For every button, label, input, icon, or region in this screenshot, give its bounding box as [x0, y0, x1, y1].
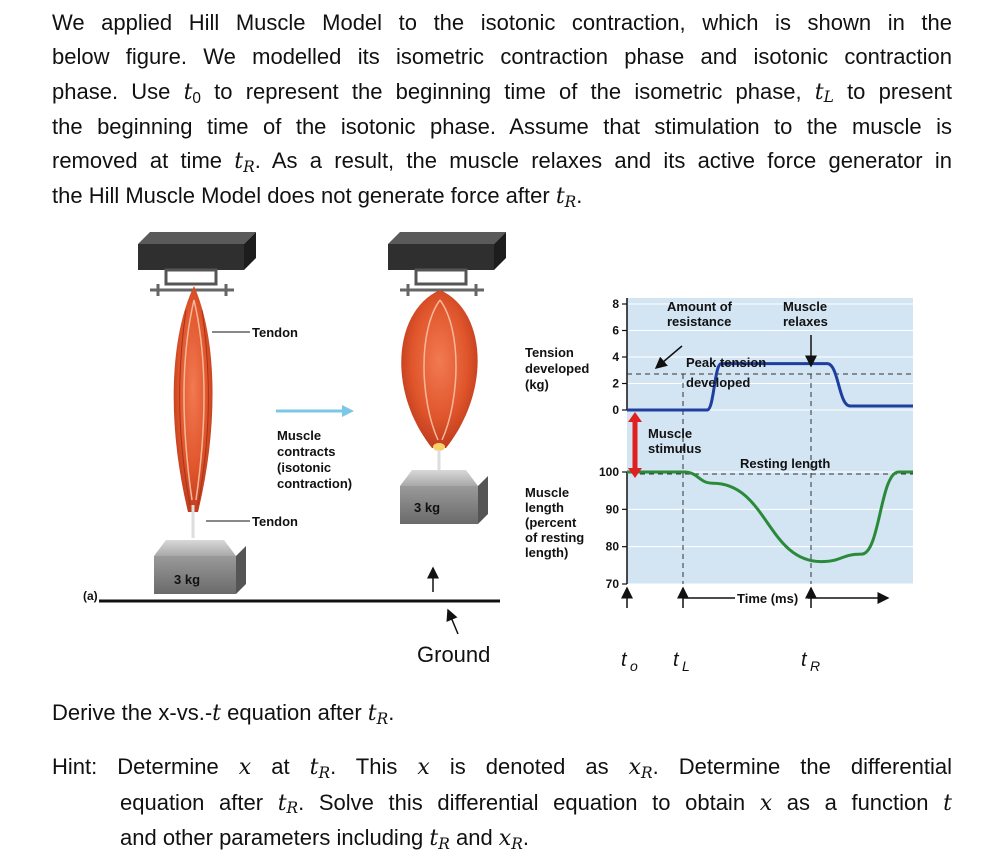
svg-text:relaxes: relaxes: [783, 314, 828, 329]
svg-text:L: L: [682, 658, 690, 674]
svg-text:(kg): (kg): [525, 377, 549, 392]
derive-question: Derive the x-vs.-t equation after tR.: [52, 700, 395, 728]
svg-text:resistance: resistance: [667, 314, 731, 329]
length-tick-label: 70: [606, 577, 620, 591]
tendon-top-label: Tendon: [252, 325, 298, 340]
svg-text:Muscle: Muscle: [525, 485, 569, 500]
svg-text:Tension: Tension: [525, 345, 574, 360]
svg-text:stimulus: stimulus: [648, 441, 701, 456]
muscle-stimulus-label: Muscle stimulus: [648, 426, 701, 456]
svg-text:Muscle: Muscle: [783, 299, 827, 314]
svg-text:t: t: [673, 649, 680, 671]
time-mark-tR: t R: [801, 649, 820, 674]
hint-paragraph: Hint: Determine x at tR. This x is denot…: [52, 750, 952, 857]
time-mark-tL: t L: [673, 649, 690, 674]
svg-text:Muscle: Muscle: [648, 426, 692, 441]
panel-label: (a): [83, 589, 98, 603]
left-weight: [154, 540, 246, 594]
svg-text:Amount of: Amount of: [667, 299, 733, 314]
svg-text:(percent: (percent: [525, 515, 577, 530]
hint-line-2: equation after tR. Solve this differenti…: [120, 789, 952, 818]
right-ceiling-mount: [388, 232, 506, 296]
svg-text:Muscle: Muscle: [277, 428, 321, 443]
intro-line-1: We applied Hill Muscle Model to the isot…: [52, 10, 952, 35]
svg-text:contracts: contracts: [277, 444, 336, 459]
svg-text:of resting: of resting: [525, 530, 584, 545]
amount-resistance-label: Amount of resistance: [667, 299, 733, 329]
left-muscle: [173, 286, 213, 538]
tension-tick-label: 4: [612, 350, 619, 364]
tendon-bottom-label: Tendon: [252, 514, 298, 529]
right-weight-label: 3 kg: [414, 500, 440, 515]
svg-text:(isotonic: (isotonic: [277, 460, 331, 475]
length-tick-label: 80: [606, 540, 620, 554]
intro-line-6: the Hill Muscle Model does not generate …: [52, 183, 583, 212]
hint-line-3: and other parameters including tR and xR…: [120, 825, 529, 853]
length-axis-label: Muscle length (percent of resting length…: [525, 485, 584, 560]
svg-text:developed: developed: [686, 375, 750, 390]
length-tick-label: 90: [606, 502, 620, 516]
svg-text:Peak tension: Peak tension: [686, 355, 766, 370]
svg-text:o: o: [630, 658, 638, 674]
tension-ticks: 8 6 4 2 0: [612, 297, 627, 417]
tension-tick-label: 8: [612, 297, 619, 311]
svg-text:t: t: [801, 649, 808, 671]
ground-label: Ground: [417, 642, 490, 667]
tension-length-chart: 8 6 4 2 0 100 90 80 70 Tension developed (kg) M…: [525, 297, 913, 674]
svg-text:length: length: [525, 500, 564, 515]
tension-tick-label: 0: [612, 403, 619, 417]
resting-length-label: Resting length: [740, 456, 830, 471]
tension-tick-label: 2: [612, 377, 619, 391]
svg-text:developed: developed: [525, 361, 589, 376]
svg-text:length): length): [525, 545, 568, 560]
right-weight: [400, 470, 488, 524]
svg-text:R: R: [810, 658, 820, 674]
svg-text:t: t: [621, 649, 628, 671]
tension-series-line: [627, 362, 913, 412]
right-muscle: [401, 290, 478, 470]
peak-tension-label: Peak tension developed: [686, 355, 766, 390]
length-series-line: [627, 470, 913, 564]
intro-line-4: the beginning time of the isotonic phase…: [52, 113, 952, 139]
intro-line-3: phase. Use t0 to represent the beginning…: [52, 78, 952, 107]
left-ceiling-mount: [138, 232, 256, 296]
chart-background: [627, 298, 913, 584]
left-weight-label: 3 kg: [174, 572, 200, 587]
tension-tick-label: 6: [612, 324, 619, 338]
hint-line-1: Hint: Determine x at tR. This x is denot…: [52, 754, 952, 782]
intro-line-5: removed at time tR. As a result, the mus…: [52, 148, 953, 177]
length-tick-label: 100: [599, 465, 619, 479]
stimulus-arrow: [628, 412, 642, 478]
svg-text:contraction): contraction): [277, 476, 352, 491]
contracts-label: Muscle contracts (isotonic contraction): [277, 428, 352, 491]
contraction-arrow: [276, 405, 354, 417]
muscle-relaxes-label: Muscle relaxes: [783, 299, 828, 329]
ground-arrow-pointer: [446, 608, 459, 635]
time-axis-label: Time (ms): [737, 591, 798, 606]
intro-line-2: below figure. We modelled its isometric …: [52, 44, 952, 70]
tension-axis-label: Tension developed (kg): [525, 345, 589, 392]
resistance-arrow: [654, 345, 683, 369]
time-mark-t0: t o: [621, 649, 638, 674]
length-ticks: 100 90 80 70: [599, 465, 627, 591]
intro-paragraph: We applied Hill Muscle Model to the isot…: [52, 6, 952, 215]
